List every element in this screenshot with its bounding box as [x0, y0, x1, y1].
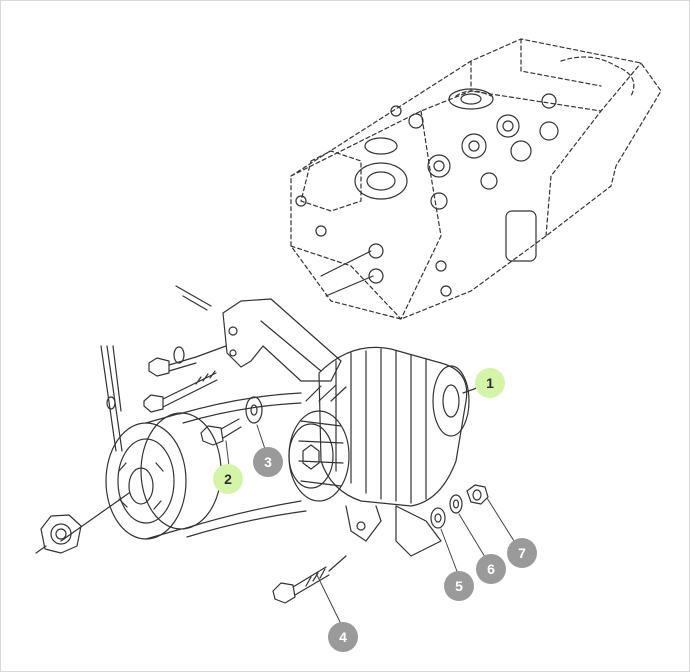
callout-1[interactable]: 1: [475, 368, 505, 398]
mounting-bracket: [175, 285, 342, 382]
spring-washer-item-6: [449, 494, 463, 514]
v-belt: [178, 392, 307, 538]
callout-4[interactable]: 4: [328, 622, 358, 652]
callout-5[interactable]: 5: [444, 571, 474, 601]
flat-washer-item-5: [430, 507, 446, 529]
nut-item-7: [466, 484, 489, 505]
upper-bolt-with-washer: [148, 345, 227, 377]
lower-bolt-item-4: [272, 555, 347, 604]
crank-nut: [35, 514, 82, 554]
crankshaft-pulley: [60, 412, 222, 542]
callout-6[interactable]: 6: [476, 554, 506, 584]
washer-item-3: [245, 396, 263, 424]
callout-7[interactable]: 7: [507, 538, 537, 568]
long-bolt: [143, 370, 218, 413]
cylinder-head-ports: [295, 88, 559, 297]
callout-2[interactable]: 2: [213, 464, 243, 494]
cylinder-head: [290, 38, 662, 320]
callout-3[interactable]: 3: [253, 447, 283, 477]
head-mounting-bolt-lines: [320, 250, 374, 297]
left-rods: [100, 345, 123, 452]
short-bolt-item-2: [200, 418, 242, 446]
